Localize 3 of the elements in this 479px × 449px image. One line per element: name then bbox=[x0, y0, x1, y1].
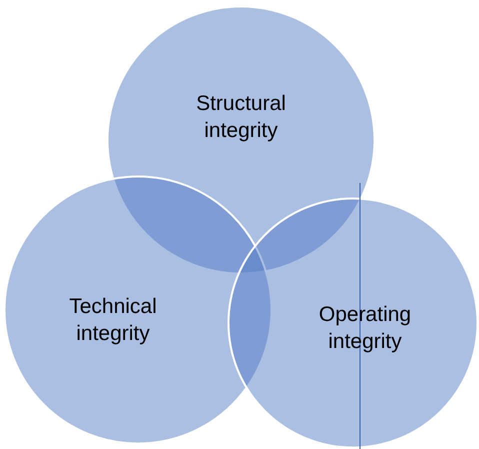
circle-label: Operating integrity bbox=[318, 302, 412, 355]
circle-label: Technical integrity bbox=[68, 294, 158, 347]
circle-label: Structural integrity bbox=[195, 91, 287, 144]
